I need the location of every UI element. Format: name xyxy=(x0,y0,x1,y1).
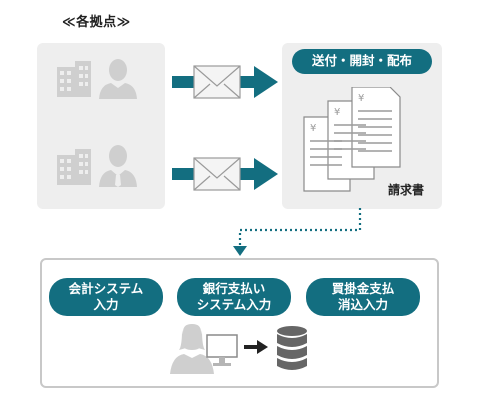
invoice-label: 請求書 xyxy=(388,183,425,197)
sources-title: ≪各拠点≫ xyxy=(62,15,131,30)
person-icon xyxy=(99,59,137,99)
yen-invoice-icon: ¥ ¥ ¥ xyxy=(303,87,401,192)
person-tie-icon xyxy=(99,145,137,187)
svg-text:¥: ¥ xyxy=(358,93,364,104)
svg-text:¥: ¥ xyxy=(334,107,340,118)
dotted-connector xyxy=(233,208,362,256)
office-building-icon xyxy=(57,149,91,185)
svg-text:¥: ¥ xyxy=(310,123,316,134)
step-payables-clearing-input: 買掛金支払 消込入力 xyxy=(306,278,420,316)
arrow-right-icon xyxy=(244,340,268,354)
receive-title: 送付・開封・配布 xyxy=(292,49,432,74)
receive-panel: 送付・開封・配布 ¥ ¥ ¥ 請求書 xyxy=(282,43,442,209)
office-building-icon xyxy=(57,61,91,97)
envelope-icon xyxy=(193,65,241,99)
step-bank-payment-input: 銀行支払い システム入力 xyxy=(177,278,291,316)
send-arrow-top xyxy=(172,65,278,99)
send-arrow-bottom xyxy=(172,157,278,191)
step-accounting-input: 会計システム 入力 xyxy=(49,278,163,316)
person-icon xyxy=(170,324,214,374)
envelope-icon xyxy=(193,157,241,191)
sources-panel xyxy=(37,43,165,209)
database-icon xyxy=(277,326,307,370)
monitor-icon xyxy=(206,334,238,366)
